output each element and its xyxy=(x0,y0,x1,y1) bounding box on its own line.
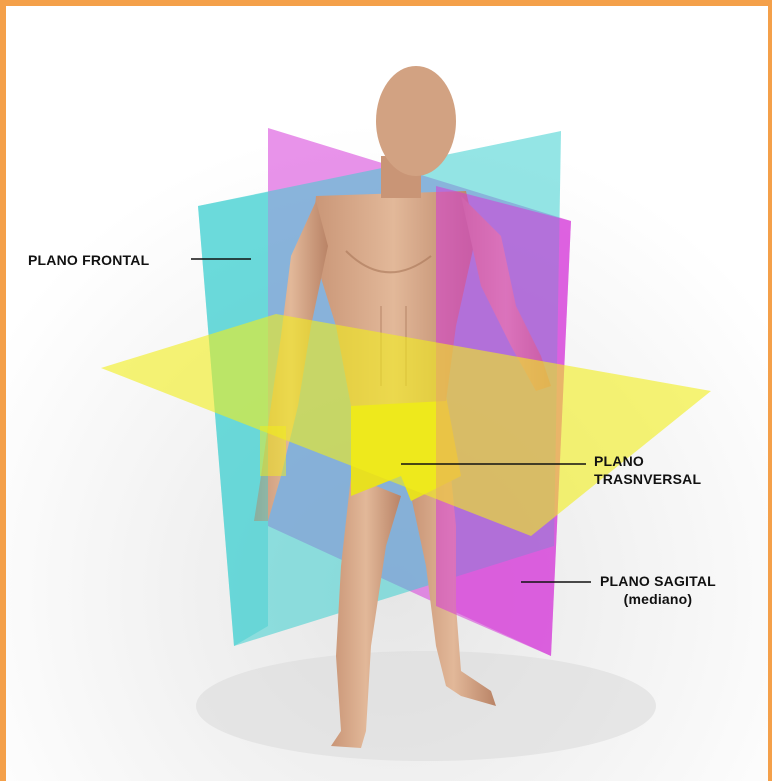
label-transversal-line2: TRASNVERSAL xyxy=(594,471,701,487)
wrist-highlight xyxy=(260,426,286,476)
head xyxy=(376,66,456,176)
label-plano-sagital: PLANO SAGITAL (mediano) xyxy=(600,572,716,608)
floor-shadow xyxy=(196,651,656,761)
label-sagital-line1: PLANO SAGITAL xyxy=(600,572,716,590)
label-plano-transversal: PLANO TRASNVERSAL xyxy=(594,452,701,488)
label-transversal-line1: PLANO xyxy=(594,453,644,469)
label-sagital-line2: (mediano) xyxy=(600,590,716,608)
label-plano-frontal: PLANO FRONTAL xyxy=(28,251,149,269)
anatomical-planes-diagram xyxy=(6,6,772,781)
